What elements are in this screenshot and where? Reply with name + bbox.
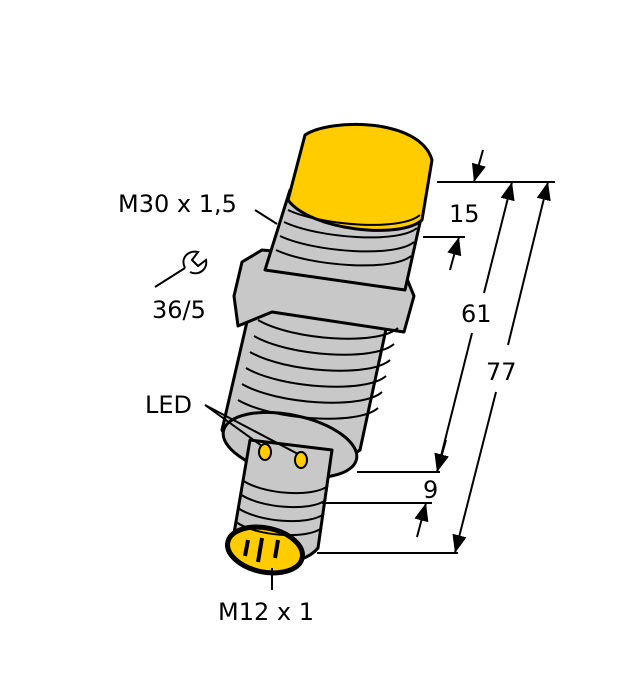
sensor-body <box>220 122 434 576</box>
dim-total-length: 77 <box>486 358 517 386</box>
connector-label: M12 x 1 <box>218 598 314 626</box>
thread-lines <box>235 209 421 537</box>
connector-face <box>225 524 305 576</box>
dim-77-line-upper <box>507 181 551 346</box>
wrench-size-label: 36/5 <box>152 296 206 324</box>
led-leader-1 <box>204 404 263 447</box>
connector-pins <box>243 537 280 563</box>
dim-body-length: 61 <box>461 300 492 328</box>
dim-9-arrow-bottom <box>414 502 429 538</box>
thread-label: M30 x 1,5 <box>118 190 237 218</box>
led-indicator-2 <box>294 451 308 469</box>
wrench-icon <box>154 250 208 288</box>
dim-cap-length: 15 <box>449 200 480 228</box>
dim-61-line-upper <box>483 181 515 294</box>
led-label: LED <box>145 391 192 419</box>
dim-9-arrow-top <box>434 439 449 473</box>
dim-15-arrow-top <box>471 149 486 183</box>
dim-connector-offset: 9 <box>423 476 438 504</box>
thread-leader <box>254 209 278 225</box>
led-indicator-1 <box>258 443 272 461</box>
dim-15-arrow-bottom <box>447 236 462 271</box>
dim-77-line-lower <box>452 391 497 554</box>
led-leader-2 <box>204 404 299 455</box>
sensing-cap <box>286 122 434 232</box>
